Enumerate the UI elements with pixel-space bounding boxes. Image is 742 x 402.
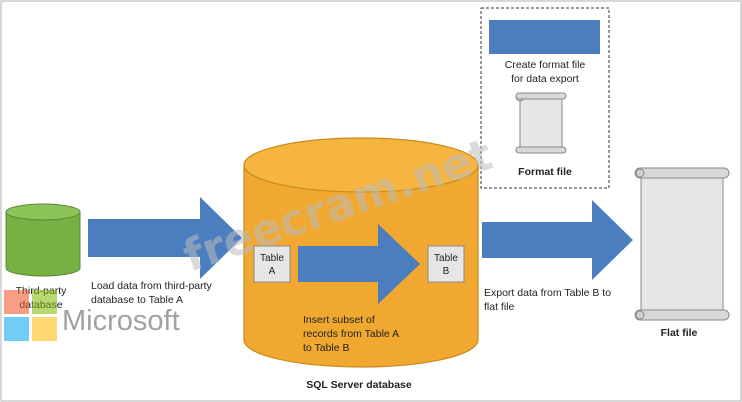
format-file-caption-line1: Create format file <box>505 59 586 71</box>
table-a: Table A <box>253 245 291 283</box>
scroll-icon <box>515 92 567 154</box>
microsoft-logo: Microsoft <box>4 290 180 341</box>
format-file-label: Format file <box>518 166 572 178</box>
insert-arrow <box>298 224 420 304</box>
format-file-caption-line2: for data export <box>511 73 579 85</box>
scroll-icon <box>634 167 730 321</box>
load-arrow <box>88 197 242 279</box>
table-b-line2: B <box>443 266 450 277</box>
insert-label-line3: to Table B <box>303 342 350 354</box>
microsoft-wordmark: Microsoft <box>62 305 180 337</box>
sql-server-label: SQL Server database <box>306 379 412 391</box>
insert-label-line2: records from Table A <box>303 328 399 340</box>
table-a-line2: A <box>269 266 276 277</box>
insert-label-line1: Insert subset of <box>303 314 375 326</box>
format-file-box: Create format file for data export Forma… <box>480 7 610 189</box>
flat-file: Flat file <box>634 167 730 339</box>
export-label-line2: flat file <box>484 301 515 313</box>
sql-server-database: Table A Table B Insert subset of records… <box>243 137 479 368</box>
sql-db-top <box>243 137 479 193</box>
flat-file-label: Flat file <box>661 327 698 339</box>
table-b: Table B <box>427 245 465 283</box>
format-file-bar <box>489 20 600 54</box>
load-label-line1: Load data from third-party <box>91 280 213 292</box>
load-label-line2: database to Table A <box>91 294 183 306</box>
cylinder-icon <box>5 203 81 277</box>
table-b-line1: Table <box>434 253 458 264</box>
export-label-line1: Export data from Table B to <box>484 287 611 299</box>
table-a-line1: Table <box>260 253 284 264</box>
export-arrow <box>482 200 633 280</box>
